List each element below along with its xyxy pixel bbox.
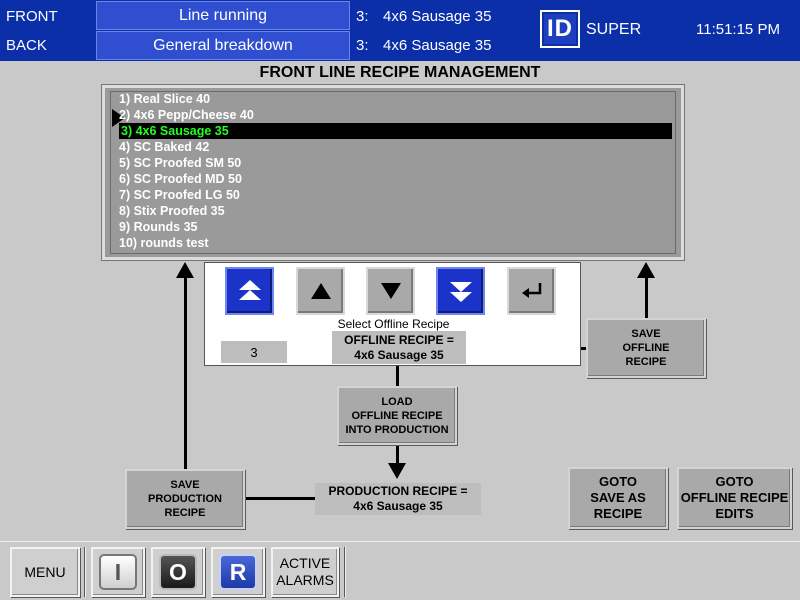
connector-line <box>245 497 315 500</box>
line-status: Line running <box>96 1 350 30</box>
button-label: SAVE <box>631 328 661 340</box>
reset-key-icon: R <box>219 554 257 590</box>
connector-line <box>645 277 648 319</box>
recipe-row[interactable]: 8) Stix Proofed 35 <box>119 204 225 218</box>
select-offline-caption: Select Offline Recipe <box>337 317 450 331</box>
page-title: FRONT LINE RECIPE MANAGEMENT <box>259 64 541 81</box>
clock: 11:51:15 PM <box>696 21 780 38</box>
load-offline-recipe-button[interactable]: LOAD OFFLINE RECIPE INTO PRODUCTION <box>337 386 457 445</box>
recipe-row[interactable]: 10) rounds test <box>119 236 209 250</box>
recipe-list[interactable]: 1) Real Slice 40 2) 4x6 Pepp/Cheese 40 3… <box>102 85 684 260</box>
connector-line <box>396 444 399 464</box>
button-label: RECIPE <box>593 506 643 521</box>
button-label: LOAD <box>381 395 413 408</box>
stop-button[interactable]: O <box>151 547 205 597</box>
button-label: OFFLINE RECIPE <box>680 490 789 505</box>
back-recipe-name: 4x6 Sausage 35 <box>383 37 492 54</box>
button-label: RECIPE <box>164 507 206 519</box>
button-label: PRODUCTION <box>148 493 222 505</box>
offline-recipe-value: 4x6 Sausage 35 <box>354 348 444 362</box>
recipe-row[interactable]: 1) Real Slice 40 <box>119 92 211 106</box>
active-alarms-button[interactable]: ACTIVE ALARMS <box>271 547 339 597</box>
connector-line <box>184 277 187 469</box>
start-key-icon: I <box>99 554 137 590</box>
current-user: SUPER <box>586 21 642 38</box>
page-up-button[interactable] <box>225 267 274 315</box>
line-up-icon <box>310 283 331 299</box>
start-button[interactable]: I <box>91 547 145 597</box>
front-recipe-name: 4x6 Sausage 35 <box>383 8 492 25</box>
button-label: OFFLINE <box>622 342 670 354</box>
nav-front-button[interactable]: FRONT <box>6 8 58 25</box>
back-recipe-number: 3: <box>356 37 369 54</box>
offline-recipe-label: OFFLINE RECIPE = <box>344 333 454 347</box>
button-label: SAVE <box>170 479 200 491</box>
enter-button[interactable] <box>507 267 556 315</box>
arrow-up-icon <box>637 262 655 278</box>
row-cursor-icon <box>112 109 125 127</box>
page-down-button[interactable] <box>436 267 485 315</box>
alarms-label: ACTIVE <box>279 555 331 571</box>
recipe-row[interactable]: 9) Rounds 35 <box>119 220 198 234</box>
recipe-row-selected[interactable]: 3) 4x6 Sausage 35 <box>119 123 672 139</box>
save-production-recipe-button[interactable]: SAVE PRODUCTION RECIPE <box>125 469 245 529</box>
button-label: INTO PRODUCTION <box>345 423 449 436</box>
nav-back-button[interactable]: BACK <box>6 37 47 54</box>
menu-button[interactable]: MENU <box>10 547 80 597</box>
line-up-button[interactable] <box>296 267 345 315</box>
offline-select-panel: Select Offline Recipe 3 OFFLINE RECIPE =… <box>204 262 581 366</box>
front-recipe-number: 3: <box>356 8 369 25</box>
recipe-row[interactable]: 4) SC Baked 42 <box>119 140 210 154</box>
header-bar: FRONT BACK Line running General breakdow… <box>0 0 800 61</box>
offline-recipe-display: OFFLINE RECIPE = 4x6 Sausage 35 <box>332 331 466 364</box>
production-recipe-display: PRODUCTION RECIPE = 4x6 Sausage 35 <box>315 483 481 515</box>
goto-save-as-recipe-button[interactable]: GOTO SAVE AS RECIPE <box>568 467 668 529</box>
button-label: SAVE AS <box>590 490 646 505</box>
button-label: RECIPE <box>625 356 667 368</box>
footer-divider <box>344 547 346 597</box>
production-recipe-label: PRODUCTION RECIPE = <box>328 484 468 498</box>
button-label: EDITS <box>715 506 754 521</box>
id-logo: ID <box>540 10 580 48</box>
breakdown-status: General breakdown <box>96 31 350 60</box>
footer-divider <box>84 547 86 597</box>
recipe-row[interactable]: 6) SC Proofed MD 50 <box>119 172 242 186</box>
line-down-icon <box>380 283 401 299</box>
footer-bar: MENU I O R ACTIVE ALARMS <box>0 541 800 600</box>
page-up-icon <box>238 280 261 300</box>
arrow-up-icon <box>176 262 194 278</box>
page-down-icon <box>449 282 472 302</box>
recipe-row[interactable]: 5) SC Proofed SM 50 <box>119 156 242 170</box>
enter-icon <box>521 283 541 298</box>
connector-line <box>396 366 399 386</box>
line-down-button[interactable] <box>366 267 415 315</box>
alarms-label: ALARMS <box>276 572 334 588</box>
offline-recipe-number-field[interactable]: 3 <box>221 341 287 363</box>
arrow-down-icon <box>388 463 406 479</box>
recipe-row[interactable]: 7) SC Proofed LG 50 <box>119 188 240 202</box>
button-label: OFFLINE RECIPE <box>351 409 443 422</box>
recipe-list-frame <box>110 91 676 254</box>
recipe-row[interactable]: 2) 4x6 Pepp/Cheese 40 <box>119 108 254 122</box>
button-label: GOTO <box>598 474 638 489</box>
button-label: GOTO <box>715 474 754 489</box>
reset-button[interactable]: R <box>211 547 265 597</box>
goto-offline-recipe-edits-button[interactable]: GOTO OFFLINE RECIPE EDITS <box>677 467 792 529</box>
production-recipe-value: 4x6 Sausage 35 <box>353 499 443 513</box>
stop-key-icon: O <box>159 554 197 590</box>
save-offline-recipe-button[interactable]: SAVE OFFLINE RECIPE <box>586 318 706 378</box>
